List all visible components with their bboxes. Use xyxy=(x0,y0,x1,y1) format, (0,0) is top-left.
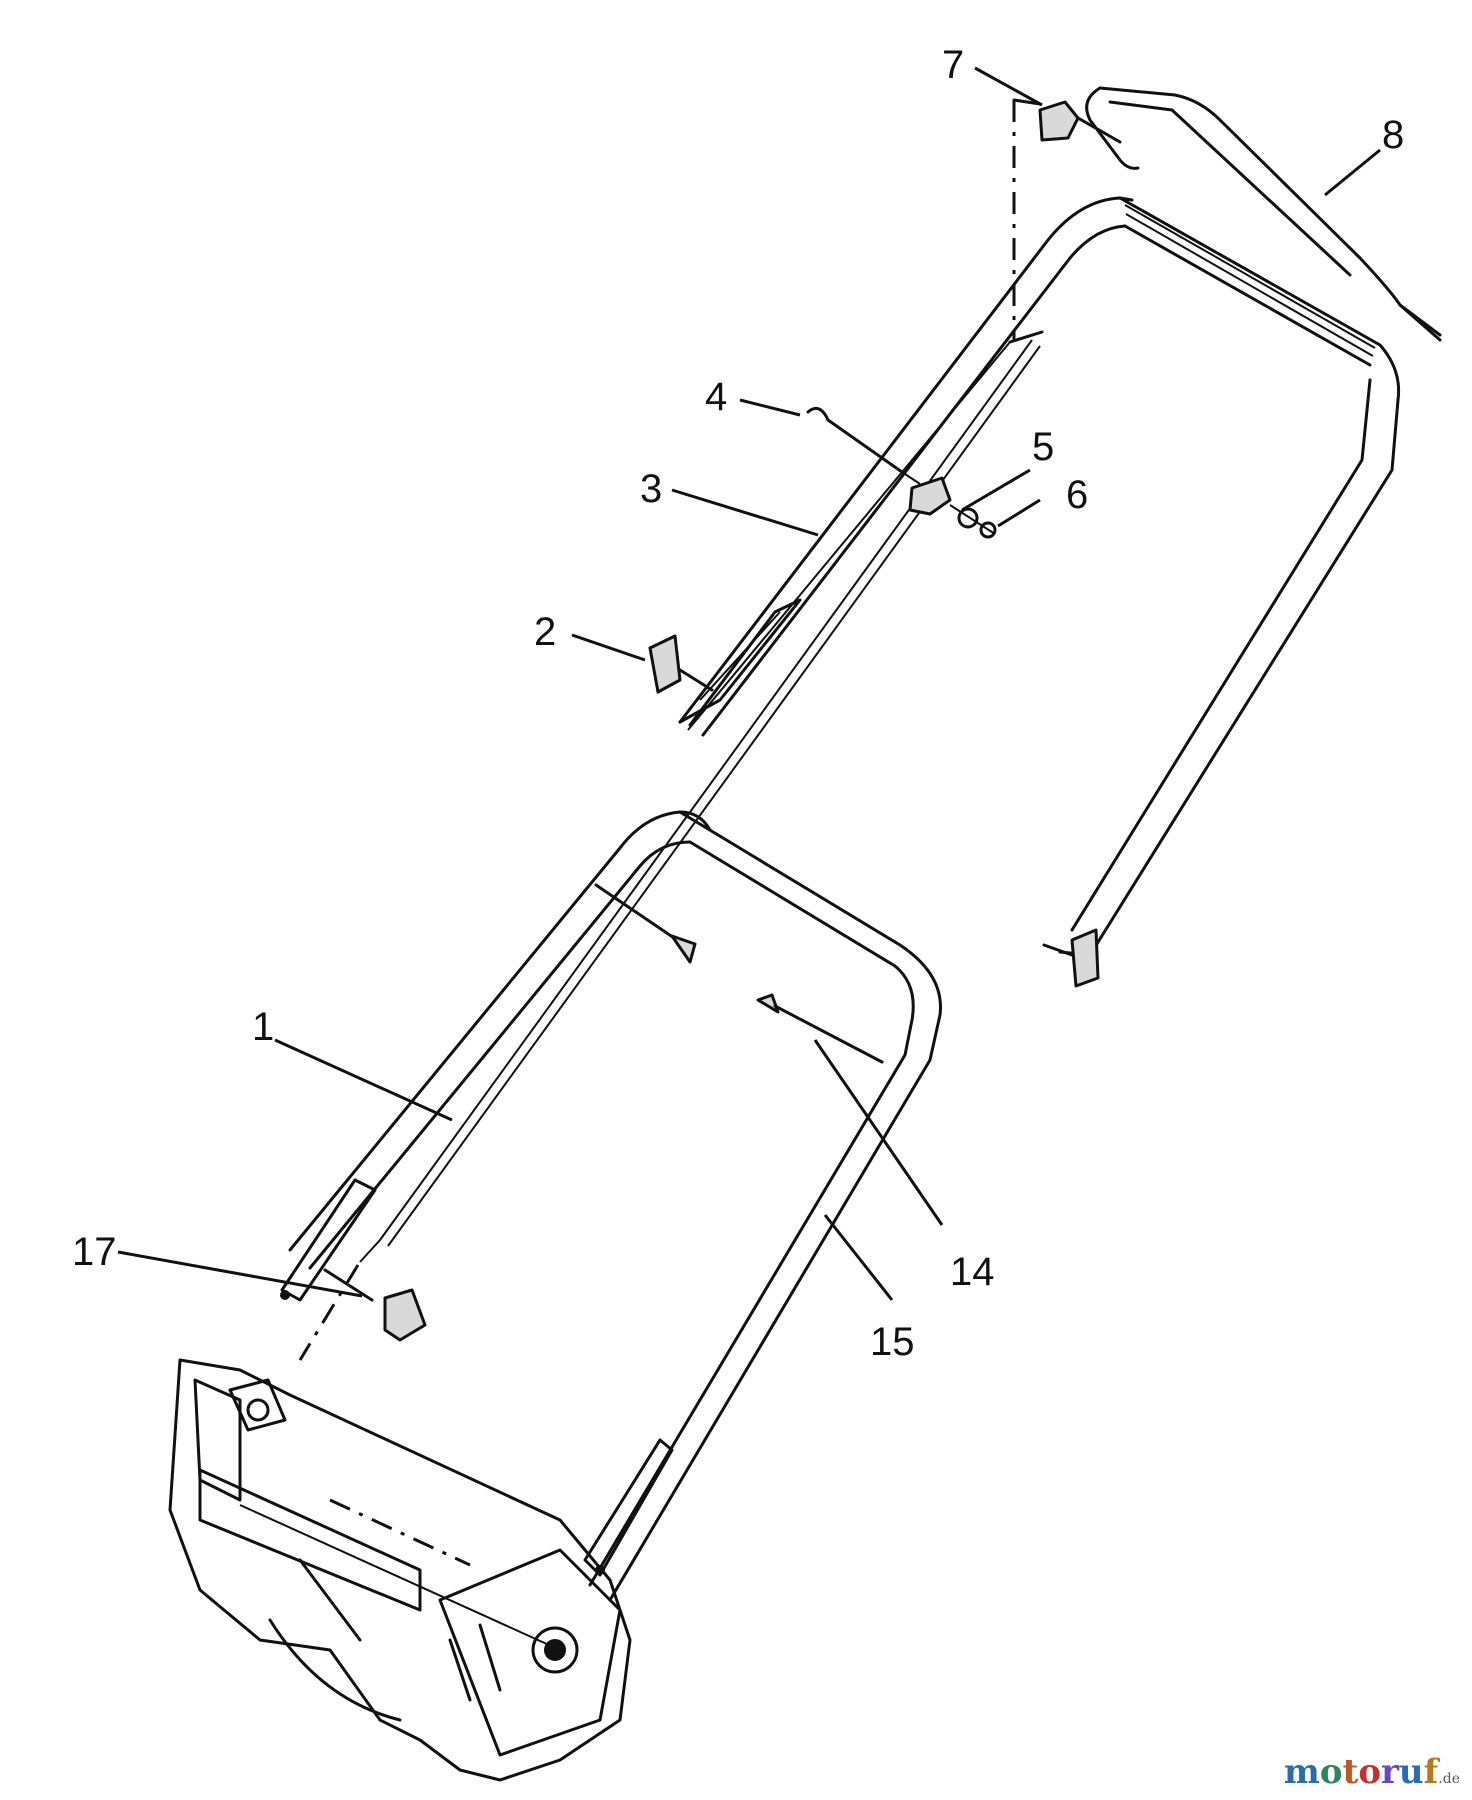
watermark-logo: motoruf.de xyxy=(1284,1752,1460,1792)
watermark-m: m xyxy=(1283,1752,1320,1792)
callout-3: 3 xyxy=(640,467,662,511)
watermark-t: t xyxy=(1342,1752,1359,1792)
leader-14 xyxy=(813,1039,944,1226)
leader-4 xyxy=(739,398,801,417)
mower-deck xyxy=(168,1358,632,1782)
upper-handle xyxy=(678,196,1401,957)
leader-3 xyxy=(671,488,819,537)
cable-guide-block xyxy=(908,476,997,539)
callout-2: 2 xyxy=(534,610,556,654)
watermark-o2: o xyxy=(1358,1752,1381,1792)
callout-4: 4 xyxy=(705,375,727,419)
callout-8: 8 xyxy=(1382,113,1404,157)
callout-5: 5 xyxy=(1032,425,1054,469)
leader-15 xyxy=(823,1214,894,1301)
watermark-r: r xyxy=(1381,1752,1399,1792)
leader-2 xyxy=(571,633,646,662)
bail-bar xyxy=(1085,86,1442,342)
upper-fastener xyxy=(806,406,921,485)
upper-knob-right xyxy=(1042,928,1100,988)
watermark-suffix: .de xyxy=(1438,1771,1460,1787)
callout-1: 1 xyxy=(252,1005,274,1049)
upper-knob-left xyxy=(648,634,714,694)
bolt-upper xyxy=(594,883,697,964)
leader-8 xyxy=(1324,148,1381,197)
leader-6 xyxy=(997,498,1041,528)
watermark-f: f xyxy=(1423,1752,1439,1792)
watermark-u: u xyxy=(1398,1752,1424,1792)
callout-7: 7 xyxy=(942,43,964,87)
callout-14: 14 xyxy=(950,1250,995,1294)
leader-7 xyxy=(974,66,1043,107)
leader-17 xyxy=(117,1250,363,1298)
leader-5 xyxy=(961,468,1031,512)
lower-handle xyxy=(280,810,942,1602)
watermark-o1: o xyxy=(1319,1752,1343,1792)
callout-15: 15 xyxy=(870,1320,915,1364)
leader-1 xyxy=(274,1038,453,1122)
control-cable xyxy=(359,339,1033,1263)
callout-6: 6 xyxy=(1066,473,1088,517)
callout-17: 17 xyxy=(72,1230,117,1274)
bolt-lower xyxy=(756,993,884,1064)
lower-knob xyxy=(298,1264,427,1361)
cable-clip xyxy=(1038,100,1122,144)
